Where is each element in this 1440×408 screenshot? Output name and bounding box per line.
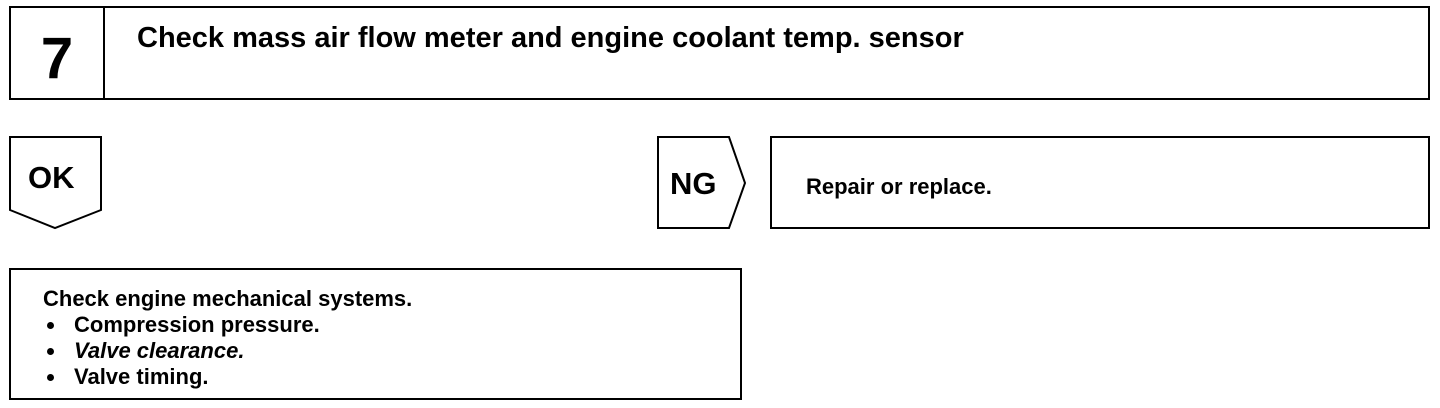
bullet-icon <box>47 373 54 381</box>
ok-down-arrow-icon <box>9 136 102 230</box>
step-title: Check mass air flow meter and engine coo… <box>137 22 964 54</box>
step-header-box: 7 Check mass air flow meter and engine c… <box>9 6 1430 100</box>
ng-label: NG <box>670 166 717 201</box>
bullet-icon <box>47 321 54 329</box>
list-item: Valve clearance. <box>43 338 320 364</box>
ok-result-box: Check engine mechanical systems. Compres… <box>9 268 742 400</box>
ok-label: OK <box>28 160 75 195</box>
step-number: 7 <box>11 8 105 98</box>
list-item: Compression pressure. <box>43 312 320 338</box>
ng-action-text: Repair or replace. <box>806 174 992 199</box>
ok-check-list: Compression pressure. Valve clearance. V… <box>43 312 320 390</box>
bullet-icon <box>47 347 54 355</box>
ng-result-box: Repair or replace. <box>770 136 1430 229</box>
list-item: Valve timing. <box>43 364 320 390</box>
ng-right-arrow-icon <box>657 136 747 229</box>
ok-result-heading: Check engine mechanical systems. <box>43 286 413 311</box>
